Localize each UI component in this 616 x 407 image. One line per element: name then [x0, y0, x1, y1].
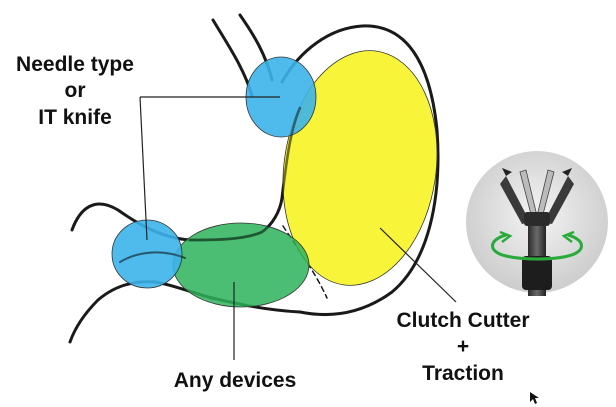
green-region-any-devices: [172, 222, 310, 308]
stomach-outline-overlay: [119, 106, 302, 263]
label-clutch-cutter-traction: Clutch Cutter + Traction: [372, 308, 554, 387]
blue-region-pylorus: [111, 219, 183, 289]
device-jaw-left: [500, 176, 530, 224]
duodenum-lower: [68, 280, 214, 344]
label-clutch-line1: Clutch Cutter: [396, 309, 530, 332]
label-clutch-line2: +: [456, 335, 470, 359]
leader-needle-to-pylorus: [139, 96, 148, 241]
label-needle-type-or-it-knife: Needle type or IT knife: [4, 52, 146, 131]
device-jaw-right: [544, 176, 574, 224]
label-clutch-line3: Traction: [422, 361, 504, 385]
rotation-arrow-icon: [491, 230, 583, 261]
label-needle-line3: IT knife: [38, 105, 112, 129]
device-tooth-2: [562, 168, 572, 176]
inner-fold-line: [282, 225, 328, 299]
mouse-cursor-icon: [530, 392, 539, 404]
yellow-region-clutch-cutter: [282, 50, 438, 286]
clutch-cutter-device-icon: [466, 151, 608, 296]
label-needle-line1: Needle type: [16, 53, 134, 76]
device-sheath: [522, 256, 552, 290]
fundus-outer-wall: [280, 24, 440, 317]
label-needle-line2: or: [64, 79, 86, 103]
label-any-devices: Any devices: [173, 369, 297, 392]
leader-lines: [139, 96, 457, 360]
device-tooth-1: [502, 168, 512, 176]
device-hinge: [524, 212, 550, 226]
leader-clutch-cutter: [379, 227, 457, 303]
esophagus-left-wall: [211, 18, 254, 98]
